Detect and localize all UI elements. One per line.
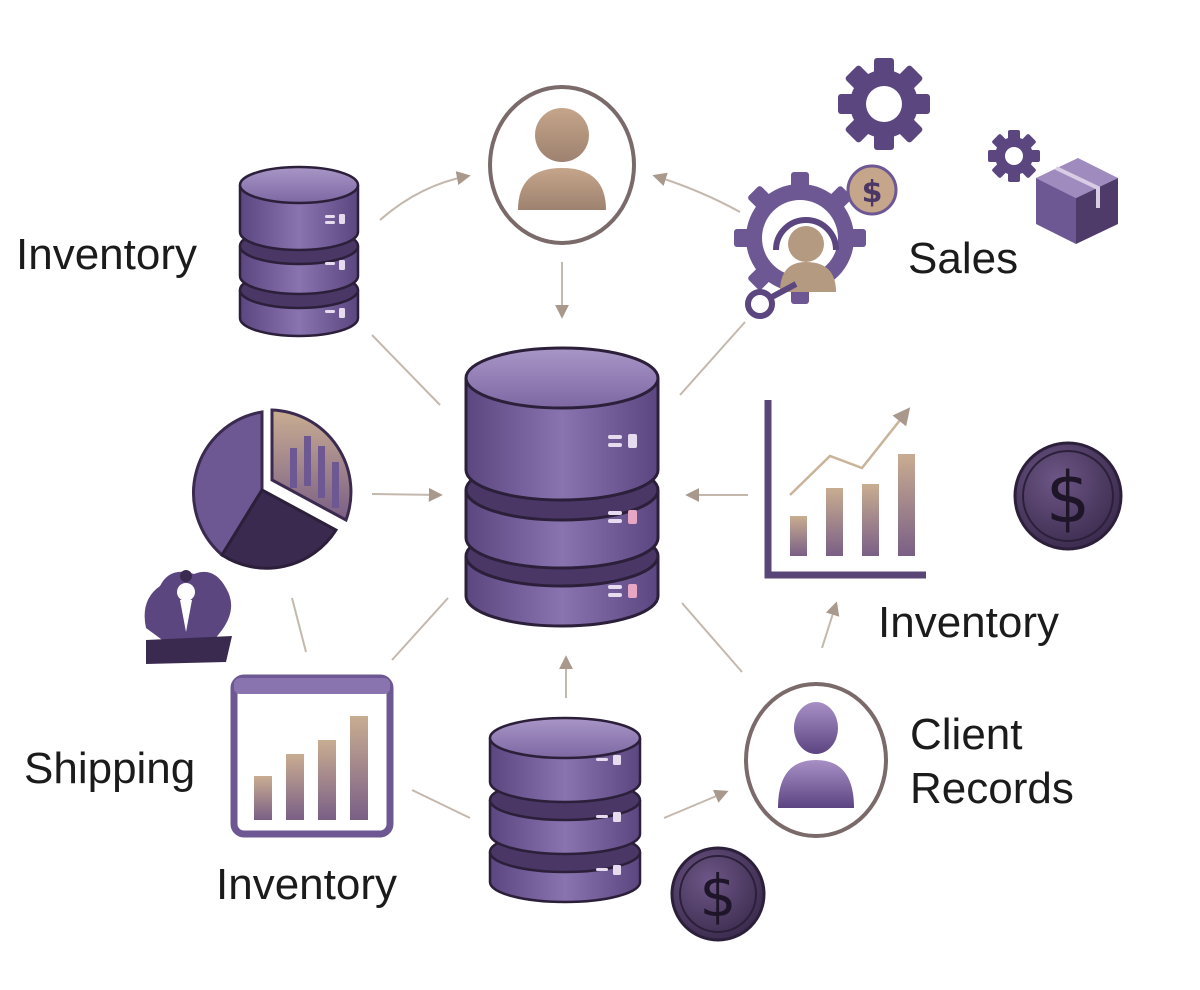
database-icon-bottom	[488, 716, 642, 904]
svg-text:$: $	[862, 175, 883, 210]
connector-inventory-to-user	[379, 171, 471, 221]
dollar-coin-icon-bottom: $	[670, 846, 766, 942]
gear-icon-large	[838, 58, 930, 150]
connector-inventory-hub	[371, 334, 441, 406]
user-icon-client	[744, 682, 888, 838]
label-client-records-line1: Client	[910, 710, 1023, 759]
label-shipping: Shipping	[24, 744, 196, 793]
label-client-records-line2: Records	[910, 763, 1074, 813]
connector-shipping-hub	[391, 597, 449, 661]
label-inventory-bottom: Inventory	[216, 860, 397, 909]
map-icon	[144, 570, 232, 664]
label-client-records: Client Records	[910, 708, 1110, 815]
label-inventory-right: Inventory	[878, 598, 1059, 647]
gear-icon-small	[988, 130, 1040, 182]
pie-chart-icon	[192, 408, 353, 570]
dollar-coin-icon-right: $	[1013, 441, 1123, 551]
label-inventory-left: Inventory	[16, 230, 197, 279]
dashboard-icon	[230, 674, 394, 838]
connector-client-to-chart	[821, 601, 840, 649]
connector-sales-hub	[679, 321, 746, 396]
svg-text:$: $	[1046, 457, 1091, 539]
connector-pie-shipping	[291, 597, 307, 653]
svg-text:$: $	[700, 862, 737, 930]
central-database-icon	[464, 346, 660, 628]
connector-bottomdb-to-client	[663, 789, 729, 819]
connector-pie-to-hub	[371, 487, 443, 502]
database-icon-inventory-left	[238, 165, 360, 338]
connector-sales-to-user	[652, 172, 741, 213]
box-icon	[1036, 158, 1118, 244]
label-sales: Sales	[908, 234, 1019, 283]
bar-chart-icon-right	[764, 400, 926, 579]
connectors	[291, 171, 840, 819]
connector-dashboard-bottomdb	[411, 789, 471, 819]
customer-service-icon	[734, 172, 866, 319]
connector-client-hub	[681, 602, 743, 673]
user-icon-top	[488, 85, 636, 245]
dollar-coin-icon-small: $	[846, 164, 898, 216]
